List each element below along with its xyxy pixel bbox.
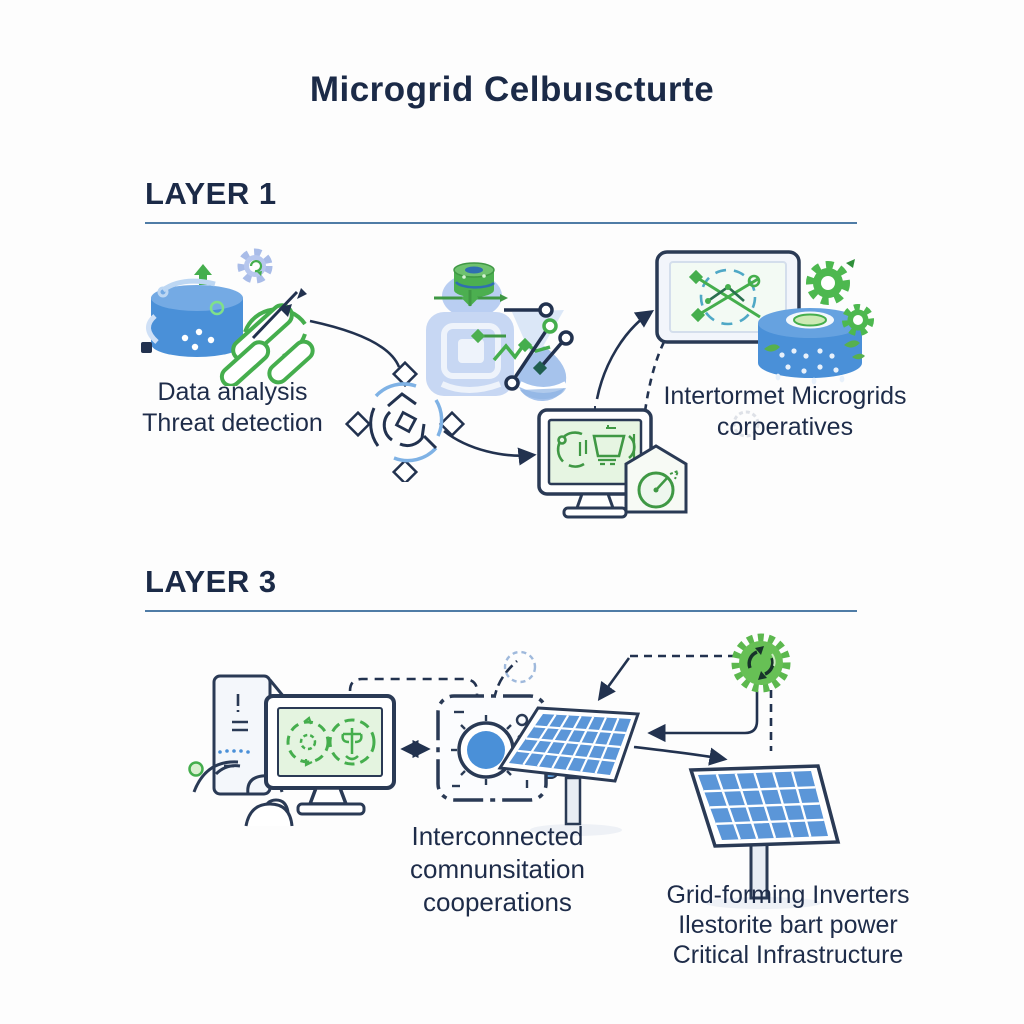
operator-workstation-icon [188,674,396,827]
database-cylinder-icon [758,308,865,385]
droplet-icon [517,346,568,402]
label-inverters: Grid-forming Inverters Ilestorite bart p… [638,880,938,970]
panel-pole [564,776,582,826]
leaf-icon [764,340,865,360]
label-line: Ilestorite bart power [678,911,898,939]
layer1-divider [145,222,857,224]
data-pipeline-icon [426,262,574,402]
headset-dot-icon [188,761,204,777]
label-line: Data analysis [157,378,308,406]
up-arrow-icon [251,288,307,340]
trend-bars-icon [219,303,315,386]
recycle-arrows-icon [747,650,775,676]
operator-icon [192,760,294,827]
label-line: comnunsitation [410,854,585,884]
screen-glyphs-icon [556,425,636,468]
database-icon [141,264,243,357]
label-microgrids: Intertormet Microgrids corperatives [635,381,935,443]
label-line: corperatives [716,413,854,441]
sync-glyphs-icon [286,716,376,767]
radar-compass-icon [344,360,466,482]
monitoring-screen-icon [537,406,688,519]
label-line: Interconnected [411,821,584,851]
diamond-nodes-icon [344,360,466,482]
solar-panel-icon [497,706,641,836]
network-graph-icon [688,269,761,323]
sync-monitor-icon [264,694,396,816]
green-gears-icon [806,259,874,336]
solar-panel-icon [688,764,841,909]
label-line: Critical Infrastructure [672,941,904,969]
shield-gauge-icon [624,444,688,514]
panel-grid [517,714,626,774]
label-data-analysis: Data analysis Threat detection [105,377,360,439]
database-analytics-icon [141,248,315,386]
gear-large-icon [806,259,855,305]
metric-lines-icon [470,302,554,344]
camera-box-icon [426,312,514,396]
dial-icon [451,715,521,785]
label-line: Threat detection [142,409,323,437]
green-database-icon [453,262,495,297]
connector-arrow-to-panel1 [597,657,631,701]
layer1-heading: LAYER 1 [145,176,277,211]
pc-tower-icon [212,674,300,796]
eco-gear-badge-icon [731,633,791,693]
layer3-heading: LAYER 3 [145,564,277,599]
dot-pattern [775,348,845,385]
label-interconnected: Interconnected comnunsitation cooperatio… [370,820,625,919]
label-line: cooperations [423,887,572,917]
layer3-divider [145,610,857,612]
tablet-network-icon [655,250,801,344]
radar-rings-icon [369,382,444,463]
gear-icon [237,248,273,284]
page-title: Microgrid Celbuıscturte [309,70,715,109]
label-line: Intertormet Microgrids [663,382,907,410]
label-line: Grid-forming Inverters [666,881,910,909]
gear-small-icon [842,304,874,336]
zigzag-chart-icon [492,318,574,391]
dot-row [218,749,250,754]
panel-grid [703,771,824,840]
